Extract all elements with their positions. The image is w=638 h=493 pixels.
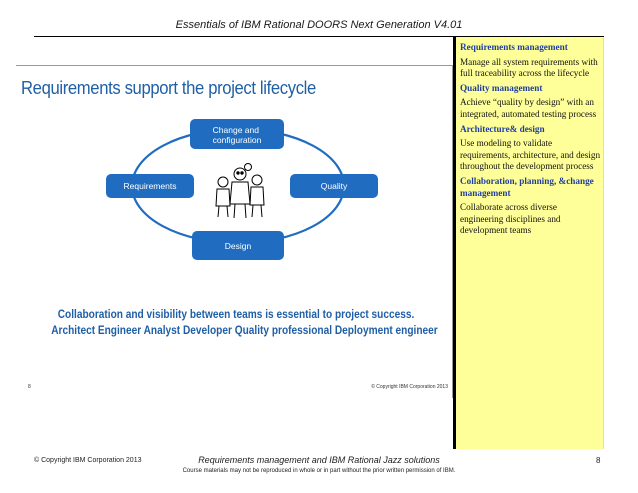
requirements-label: Requirements	[124, 181, 177, 191]
header-rule	[34, 36, 604, 37]
quality-box	[290, 174, 378, 198]
notes-heading-requirements: Requirements management	[460, 42, 568, 52]
slide-title: Requirements support the project lifecyc…	[21, 77, 316, 98]
footer-copyright: © Copyright IBM Corporation 2013	[34, 457, 142, 464]
slide-copyright: © Copyright IBM Corporation 2013	[371, 384, 448, 390]
notes-panel: Requirements management Manage all syste…	[453, 37, 604, 449]
page-header: Essentials of IBM Rational DOORS Next Ge…	[175, 19, 463, 31]
requirements-box	[106, 174, 194, 198]
slide-panel: Change and configuration Requirements Qu…	[16, 65, 453, 398]
notes-heading-quality: Quality management	[460, 82, 543, 93]
notes-body-collaboration: Collaborate across diverse engineering d…	[460, 202, 561, 236]
notes-heading-architecture: Architecture& design	[460, 123, 545, 134]
design-label: Design	[225, 241, 252, 251]
notes-body-architecture: Use modeling to validate requirements, a…	[460, 138, 601, 172]
notes-heading-collaboration: Collaboration, planning, &change managem…	[460, 175, 594, 198]
lifecycle-diagram: Change and configuration Requirements Qu…	[106, 119, 378, 260]
notes-body-requirements: Manage all system requirements with full…	[460, 56, 598, 79]
change-config-label-1: Change and	[213, 125, 260, 135]
svg-text:Change and configuration: Change and configuration	[213, 125, 262, 145]
slide-caption-line-1: Collaboration and visibility between tea…	[57, 309, 415, 321]
slide-page-number: 8	[28, 384, 31, 390]
change-config-box	[190, 119, 284, 149]
quality-label: Quality	[321, 181, 348, 191]
people-group-icon	[215, 163, 265, 219]
change-config-label-2: configuration	[213, 135, 262, 145]
notes-body-quality: Achieve “quality by design” with an inte…	[460, 97, 597, 119]
footer-note: Course materials may not be reproduced i…	[182, 468, 456, 474]
footer-page-number: 8	[596, 456, 601, 465]
footer-course-title: Requirements management and IBM Rational…	[198, 455, 440, 465]
slide-caption-line-2: Architect Engineer Analyst Developer Qua…	[51, 325, 438, 337]
design-box	[192, 231, 284, 260]
